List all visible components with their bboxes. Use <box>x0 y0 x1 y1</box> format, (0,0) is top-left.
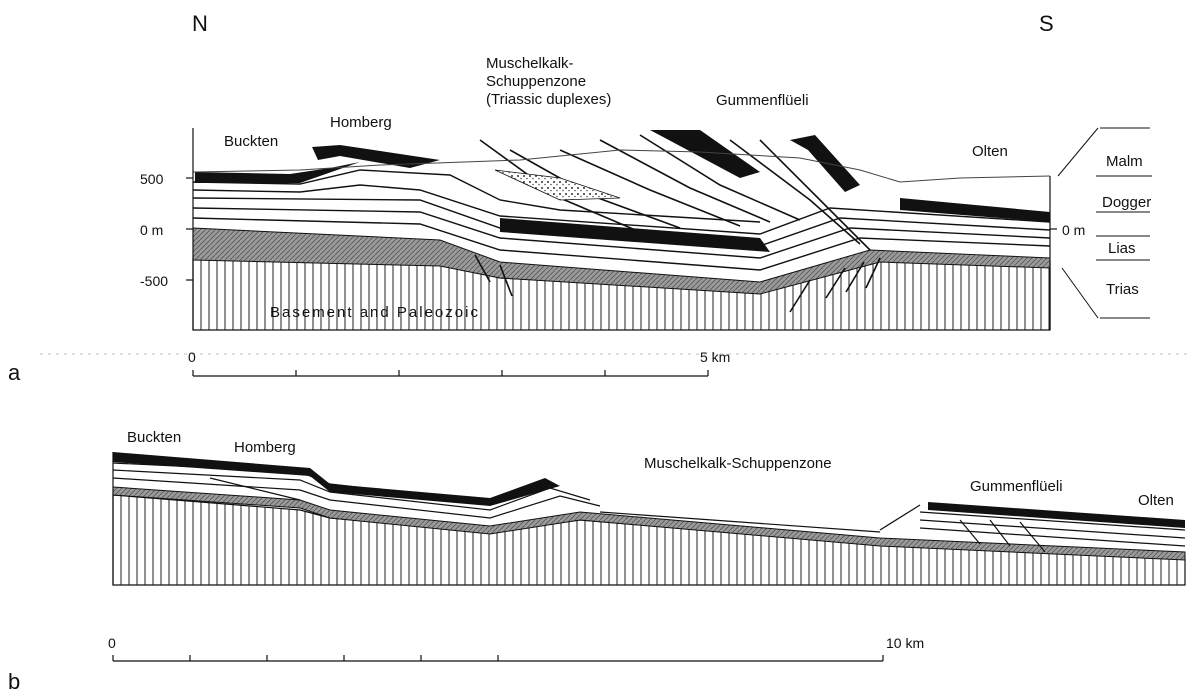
legend-malm: Malm <box>1106 153 1143 170</box>
place-muschel-b: Muschelkalk-Schuppenzone <box>644 455 832 472</box>
place-homberg-b: Homberg <box>234 439 296 456</box>
elevation-ticks-a <box>186 177 1057 281</box>
basement-b <box>112 494 1186 586</box>
breccia-zone-a <box>494 169 621 201</box>
legend-trias: Trias <box>1106 281 1139 298</box>
place-olten-b: Olten <box>1138 492 1174 509</box>
malm-bed-b-west <box>113 452 560 506</box>
malm-bed-b-east <box>928 502 1185 528</box>
legend-dogger: Dogger <box>1102 194 1151 211</box>
scale-bar-b <box>112 655 884 662</box>
panel-a-letter: a <box>8 360 21 385</box>
basement-label: Basement and Paleozoic <box>270 304 480 321</box>
scale-b-end: 10 km <box>886 635 924 651</box>
place-homberg-a: Homberg <box>330 114 392 131</box>
place-gummen-b: Gummenflüeli <box>970 478 1063 495</box>
place-muschel-line1: Muschelkalk- <box>486 55 574 72</box>
place-muschel-line3: (Triassic duplexes) <box>486 91 611 108</box>
place-buckten-b: Buckten <box>127 429 181 446</box>
malm-bed-a-west <box>195 162 360 183</box>
elev-minus500: -500 <box>140 273 168 289</box>
scale-a-zero: 0 <box>188 349 196 365</box>
topography-a <box>192 149 1051 183</box>
duplex-thrusts-a <box>474 134 881 313</box>
place-buckten-a: Buckten <box>224 133 278 150</box>
panel-b-letter: b <box>8 669 20 693</box>
strat-legend-a <box>1057 127 1152 319</box>
panel-b: Buckten Homberg Muschelkalk-Schuppenzone… <box>8 429 1186 693</box>
malm-bed-a-center <box>500 218 770 252</box>
muschel-duplex-a <box>650 130 760 178</box>
elev-0: 0 m <box>140 222 163 238</box>
scale-a-end: 5 km <box>700 349 730 365</box>
malm-bed-a-homberg <box>312 145 440 168</box>
scale-bar-a <box>192 370 709 377</box>
place-olten-a: Olten <box>972 143 1008 160</box>
elev-500: 500 <box>140 171 164 187</box>
place-muschel-line2: Schuppenzone <box>486 73 586 90</box>
right-datum-label: 0 m <box>1062 222 1085 238</box>
malm-bed-a-east <box>900 198 1050 222</box>
legend-lias: Lias <box>1108 240 1136 257</box>
south-label: S <box>1039 11 1054 36</box>
panel-a: N S Buckten Homberg Muschelkalk- Schuppe… <box>8 11 1190 385</box>
trias-layer-b <box>112 486 1186 561</box>
north-label: N <box>192 11 208 36</box>
scale-b-zero: 0 <box>108 635 116 651</box>
place-gummen-a: Gummenflüeli <box>716 92 809 109</box>
